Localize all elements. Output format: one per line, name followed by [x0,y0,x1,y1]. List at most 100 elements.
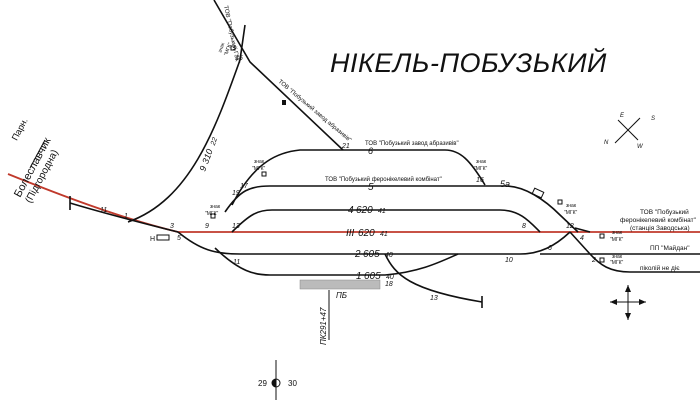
switch-10: 10 [505,257,513,264]
switch-16: 16 [476,177,484,184]
signal-mgk-1: знак "МГК" [217,41,236,57]
page-left: 29 [258,379,267,388]
svg-text:"МГК": "МГК" [564,210,578,216]
signal-mgk-6: знак "МГК" [599,230,624,243]
svg-text:22: 22 [210,137,220,148]
svg-text:знак: знак [210,204,221,210]
platform-pb [299,279,381,290]
side-track-label: 9 310 22 [197,137,220,173]
svg-text:"МГК": "МГК" [474,166,488,172]
signal-mgk-3: знак "МГК" [205,204,221,219]
signal-head [599,257,605,263]
compass-top: E S N W [604,113,655,150]
switch-4: 4 [580,235,584,242]
svg-text:40: 40 [385,252,393,259]
switch-13b: 13 [430,295,438,302]
svg-text:Парн.: Парн. [10,116,30,142]
svg-text:N: N [604,140,609,146]
left-direction: Парн. [10,116,30,142]
svg-text:E: E [620,113,625,119]
switch-18: 18 [385,281,393,288]
label-abrazive-diag: ТОВ "Побузький завод абразивів" [277,78,353,144]
entry-line [69,202,179,233]
label-ferro-right: ТОВ "Побузький феронікелевий комбінат" (… [620,208,697,232]
switch-11: 11 [233,259,240,266]
page-right: 30 [288,379,297,388]
svg-text:(станція Заводська): (станція Заводська) [630,224,690,232]
svg-text:"МГК": "МГК" [252,166,266,172]
svg-text:знак: знак [476,159,487,165]
switch-15: 15 [235,55,243,62]
page-marker: 29 30 [258,360,297,400]
svg-text:"МГК": "МГК" [610,260,624,266]
svg-text:знак: знак [254,159,265,165]
signal-mgk-5: знак "МГК" [557,199,578,216]
track-1 [214,247,459,276]
label-ferro-track5: ТОВ "Побузький феронікелевий комбінат" [325,176,442,183]
switch-9: 9 [205,223,209,230]
svg-text:41: 41 [380,231,388,238]
svg-text:знак: знак [566,203,577,209]
track-6-number: 6 [368,146,373,156]
svg-text:310: 310 [200,148,215,166]
switch-8: 8 [522,223,526,230]
svg-text:620: 620 [356,205,373,216]
track-1-label: 1 605 40 [356,271,394,282]
compass-cross [610,285,646,320]
km-marker-label: ПК291+47 [319,307,328,345]
svg-text:феронікелевий комбінат": феронікелевий комбінат" [620,216,697,224]
track-4-label: 4 620 41 [348,205,386,216]
svg-text:"МГК": "МГК" [610,237,624,243]
svg-text:2: 2 [354,249,361,260]
left-direction-name: Болеславчик (Підгородна) [12,136,61,205]
label-abrazive-top: ТОВ "Побузький завод абразивів" [365,140,459,147]
signal-mgk-7: знак "МГК" [599,254,624,266]
svg-text:605: 605 [363,249,380,260]
svg-text:ТОВ "Побузький: ТОВ "Побузький [640,208,689,216]
switch-labels: 1 3 5 9 11 13 15 16 17 19 21 5а 8 12 4 6… [100,55,596,302]
track-3-label: III 620 41 [346,228,388,239]
right-link [574,227,591,233]
switch-17: 17 [240,183,249,190]
signal-mgk-2: знак "МГК" [252,159,267,177]
svg-text:9: 9 [197,165,208,173]
switch-12: 12 [566,223,574,230]
label-maydan: ПП "Майдан" [650,244,690,252]
switch-19: 19 [232,190,240,197]
svg-text:S: S [651,116,655,122]
track-2-label: 2 605 40 [354,249,393,260]
switch-11-left: 11 [100,207,107,214]
signal-mgk-4: знак "МГК" [474,159,488,172]
branch-13 [384,253,483,303]
switch-13: 13 [232,223,240,230]
switch-2: 2 [591,257,596,264]
right-line-pikoliy [569,231,700,273]
svg-text:III: III [346,228,355,239]
switch-3: 3 [170,223,174,230]
svg-text:W: W [637,144,644,150]
svg-text:знак: знак [217,41,226,53]
diagonal-abraziv [213,0,344,151]
signal-head [210,213,216,219]
svg-text:620: 620 [358,228,375,239]
svg-text:40: 40 [386,274,394,281]
signal-head [230,45,236,51]
switch-5a: 5а [500,179,510,189]
svg-text:1: 1 [356,271,362,282]
side-track-9 [127,24,246,223]
switch-6: 6 [548,245,552,252]
track-2 [177,231,571,255]
track-5-number: 5 [368,182,374,193]
station-title: НІКЕЛЬ-ПОБУЗЬКИЙ [330,46,607,78]
track-6 [231,149,486,206]
switch-21: 21 [341,143,350,150]
signal-head [557,199,563,205]
switch-5: 5 [177,235,181,242]
label-pikoliy: піколій не діє [640,264,680,272]
svg-text:Н: Н [150,236,155,243]
svg-text:"МГК": "МГК" [223,42,233,57]
switch-1: 1 [124,213,128,220]
signal-head [261,171,267,177]
